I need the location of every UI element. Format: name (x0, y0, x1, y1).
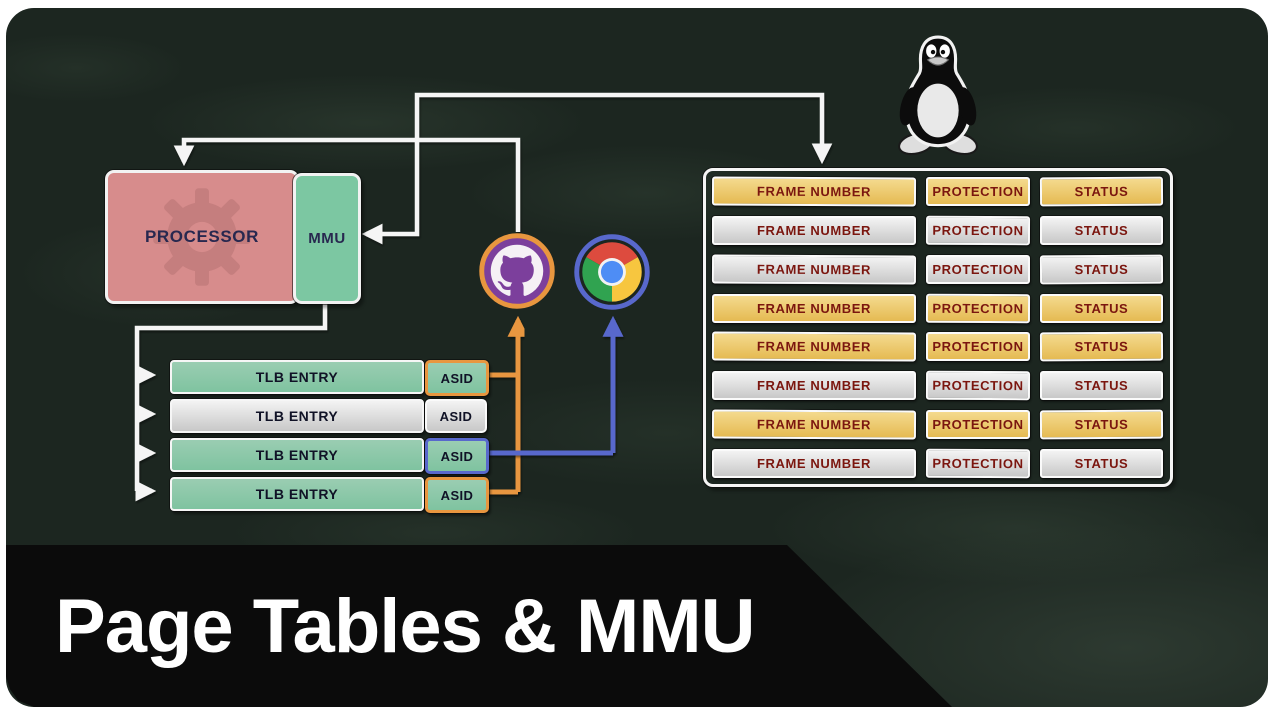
protection-cell: PROTECTION (925, 215, 1031, 246)
status-cell: STATUS (1040, 215, 1163, 245)
asid-box-2: ASID (425, 399, 487, 433)
gear-icon (153, 188, 251, 286)
asid-box-4: ASID (425, 477, 489, 513)
processor-box: PROCESSOR (105, 170, 299, 304)
github-icon (479, 233, 555, 309)
tlb-entry-row-3: TLB ENTRY (170, 438, 424, 472)
processor-label: PROCESSOR (144, 227, 260, 246)
status-cell: STATUS (1040, 448, 1163, 478)
asid-box-3: ASID (425, 438, 489, 474)
frame-number-cell: FRAME NUMBER (712, 293, 916, 323)
status-cell: STATUS (1040, 293, 1163, 323)
title-banner: Page Tables & MMU (6, 545, 952, 707)
frame-number-cell: FRAME NUMBER (712, 448, 916, 478)
asid-box-1: ASID (425, 360, 489, 396)
status-cell: STATUS (1039, 331, 1164, 362)
page-table: FRAME NUMBER PROTECTION STATUS FRAME NUM… (703, 168, 1173, 487)
protection-cell: PROTECTION (925, 370, 1031, 401)
mmu-box: MMU (293, 173, 361, 304)
status-cell: STATUS (1040, 371, 1163, 401)
background-board: PROCESSOR MMU TLB ENTRY TLB ENTRY TLB EN… (6, 8, 1268, 707)
protection-cell: PROTECTION (925, 448, 1031, 479)
status-cell: STATUS (1039, 254, 1164, 285)
protection-cell: PROTECTION (926, 332, 1030, 362)
status-cell: STATUS (1039, 176, 1164, 207)
protection-cell: PROTECTION (925, 293, 1031, 323)
wire-github-to-processor (173, 137, 521, 232)
frame-number-cell: FRAME NUMBER (711, 176, 917, 207)
protection-cell: PROTECTION (926, 177, 1030, 206)
frame-number-cell: FRAME NUMBER (711, 254, 917, 285)
frame-number-cell: FRAME NUMBER (712, 371, 916, 401)
frame-number-cell: FRAME NUMBER (712, 215, 916, 245)
tux-penguin-icon (898, 35, 978, 156)
tlb-entry-row-2: TLB ENTRY (170, 399, 424, 433)
status-cell: STATUS (1039, 409, 1164, 440)
tlb-entry-row-4: TLB ENTRY (170, 477, 424, 511)
frame-number-cell: FRAME NUMBER (711, 331, 917, 362)
chrome-icon (574, 234, 650, 310)
protection-cell: PROTECTION (926, 410, 1030, 440)
connector-wires (134, 92, 833, 502)
protection-cell: PROTECTION (926, 254, 1030, 284)
wire-pagetable-to-mmu (361, 92, 833, 245)
frame-number-cell: FRAME NUMBER (711, 409, 917, 440)
mmu-label: MMU (308, 230, 346, 247)
tlb-entry-row-1: TLB ENTRY (170, 360, 424, 394)
page-title: Page Tables & MMU (55, 583, 756, 669)
